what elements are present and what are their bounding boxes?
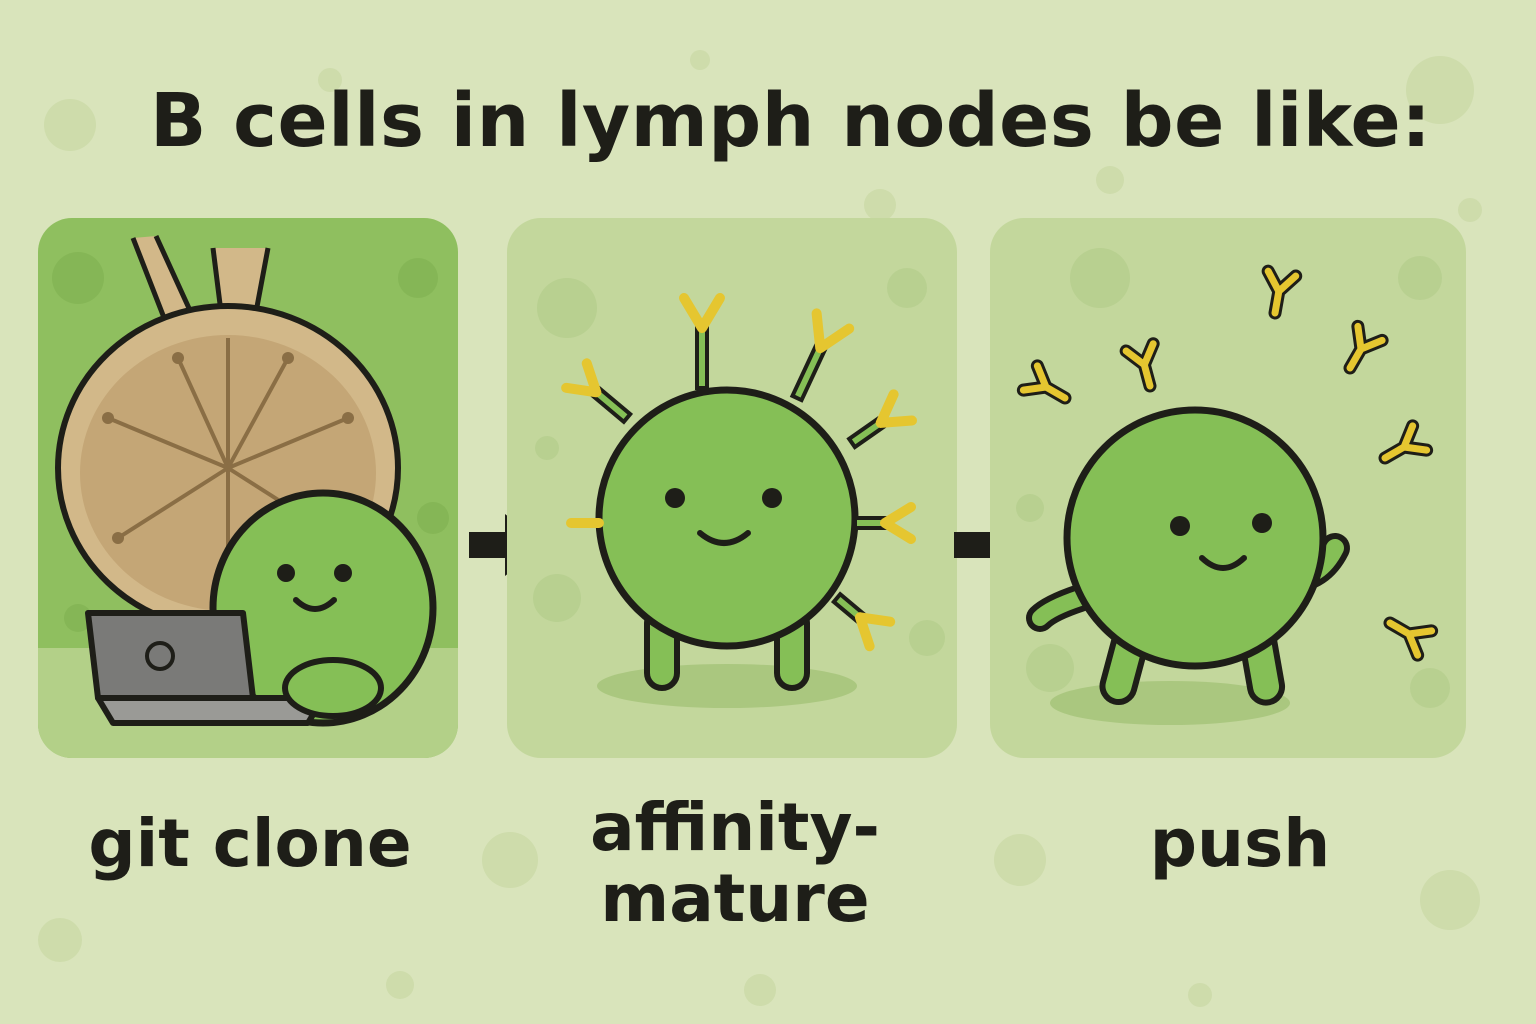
b-cell-icon [209, 489, 437, 727]
caption-push: push [1149, 805, 1331, 882]
panel-git-clone [38, 218, 458, 758]
laptop-icon [85, 610, 326, 726]
page-title: B cells in lymph nodes be like: [150, 78, 1432, 164]
b-cell-icon [595, 386, 859, 691]
released-antibodies-icon [1016, 264, 1439, 662]
caption-affinity-mature: affinity- mature [500, 792, 970, 935]
caption-line: mature [600, 860, 870, 938]
surface-antibodies-icon [561, 293, 917, 652]
panel-affinity-mature [507, 218, 957, 758]
caption-git-clone: git clone [88, 805, 412, 882]
push-illustration [1016, 248, 1450, 725]
affinity-mature-illustration [533, 268, 945, 708]
panel-push [990, 218, 1466, 758]
git-clone-illustration [38, 234, 458, 758]
b-cell-icon [1026, 406, 1350, 706]
caption-line: affinity- [590, 789, 880, 866]
